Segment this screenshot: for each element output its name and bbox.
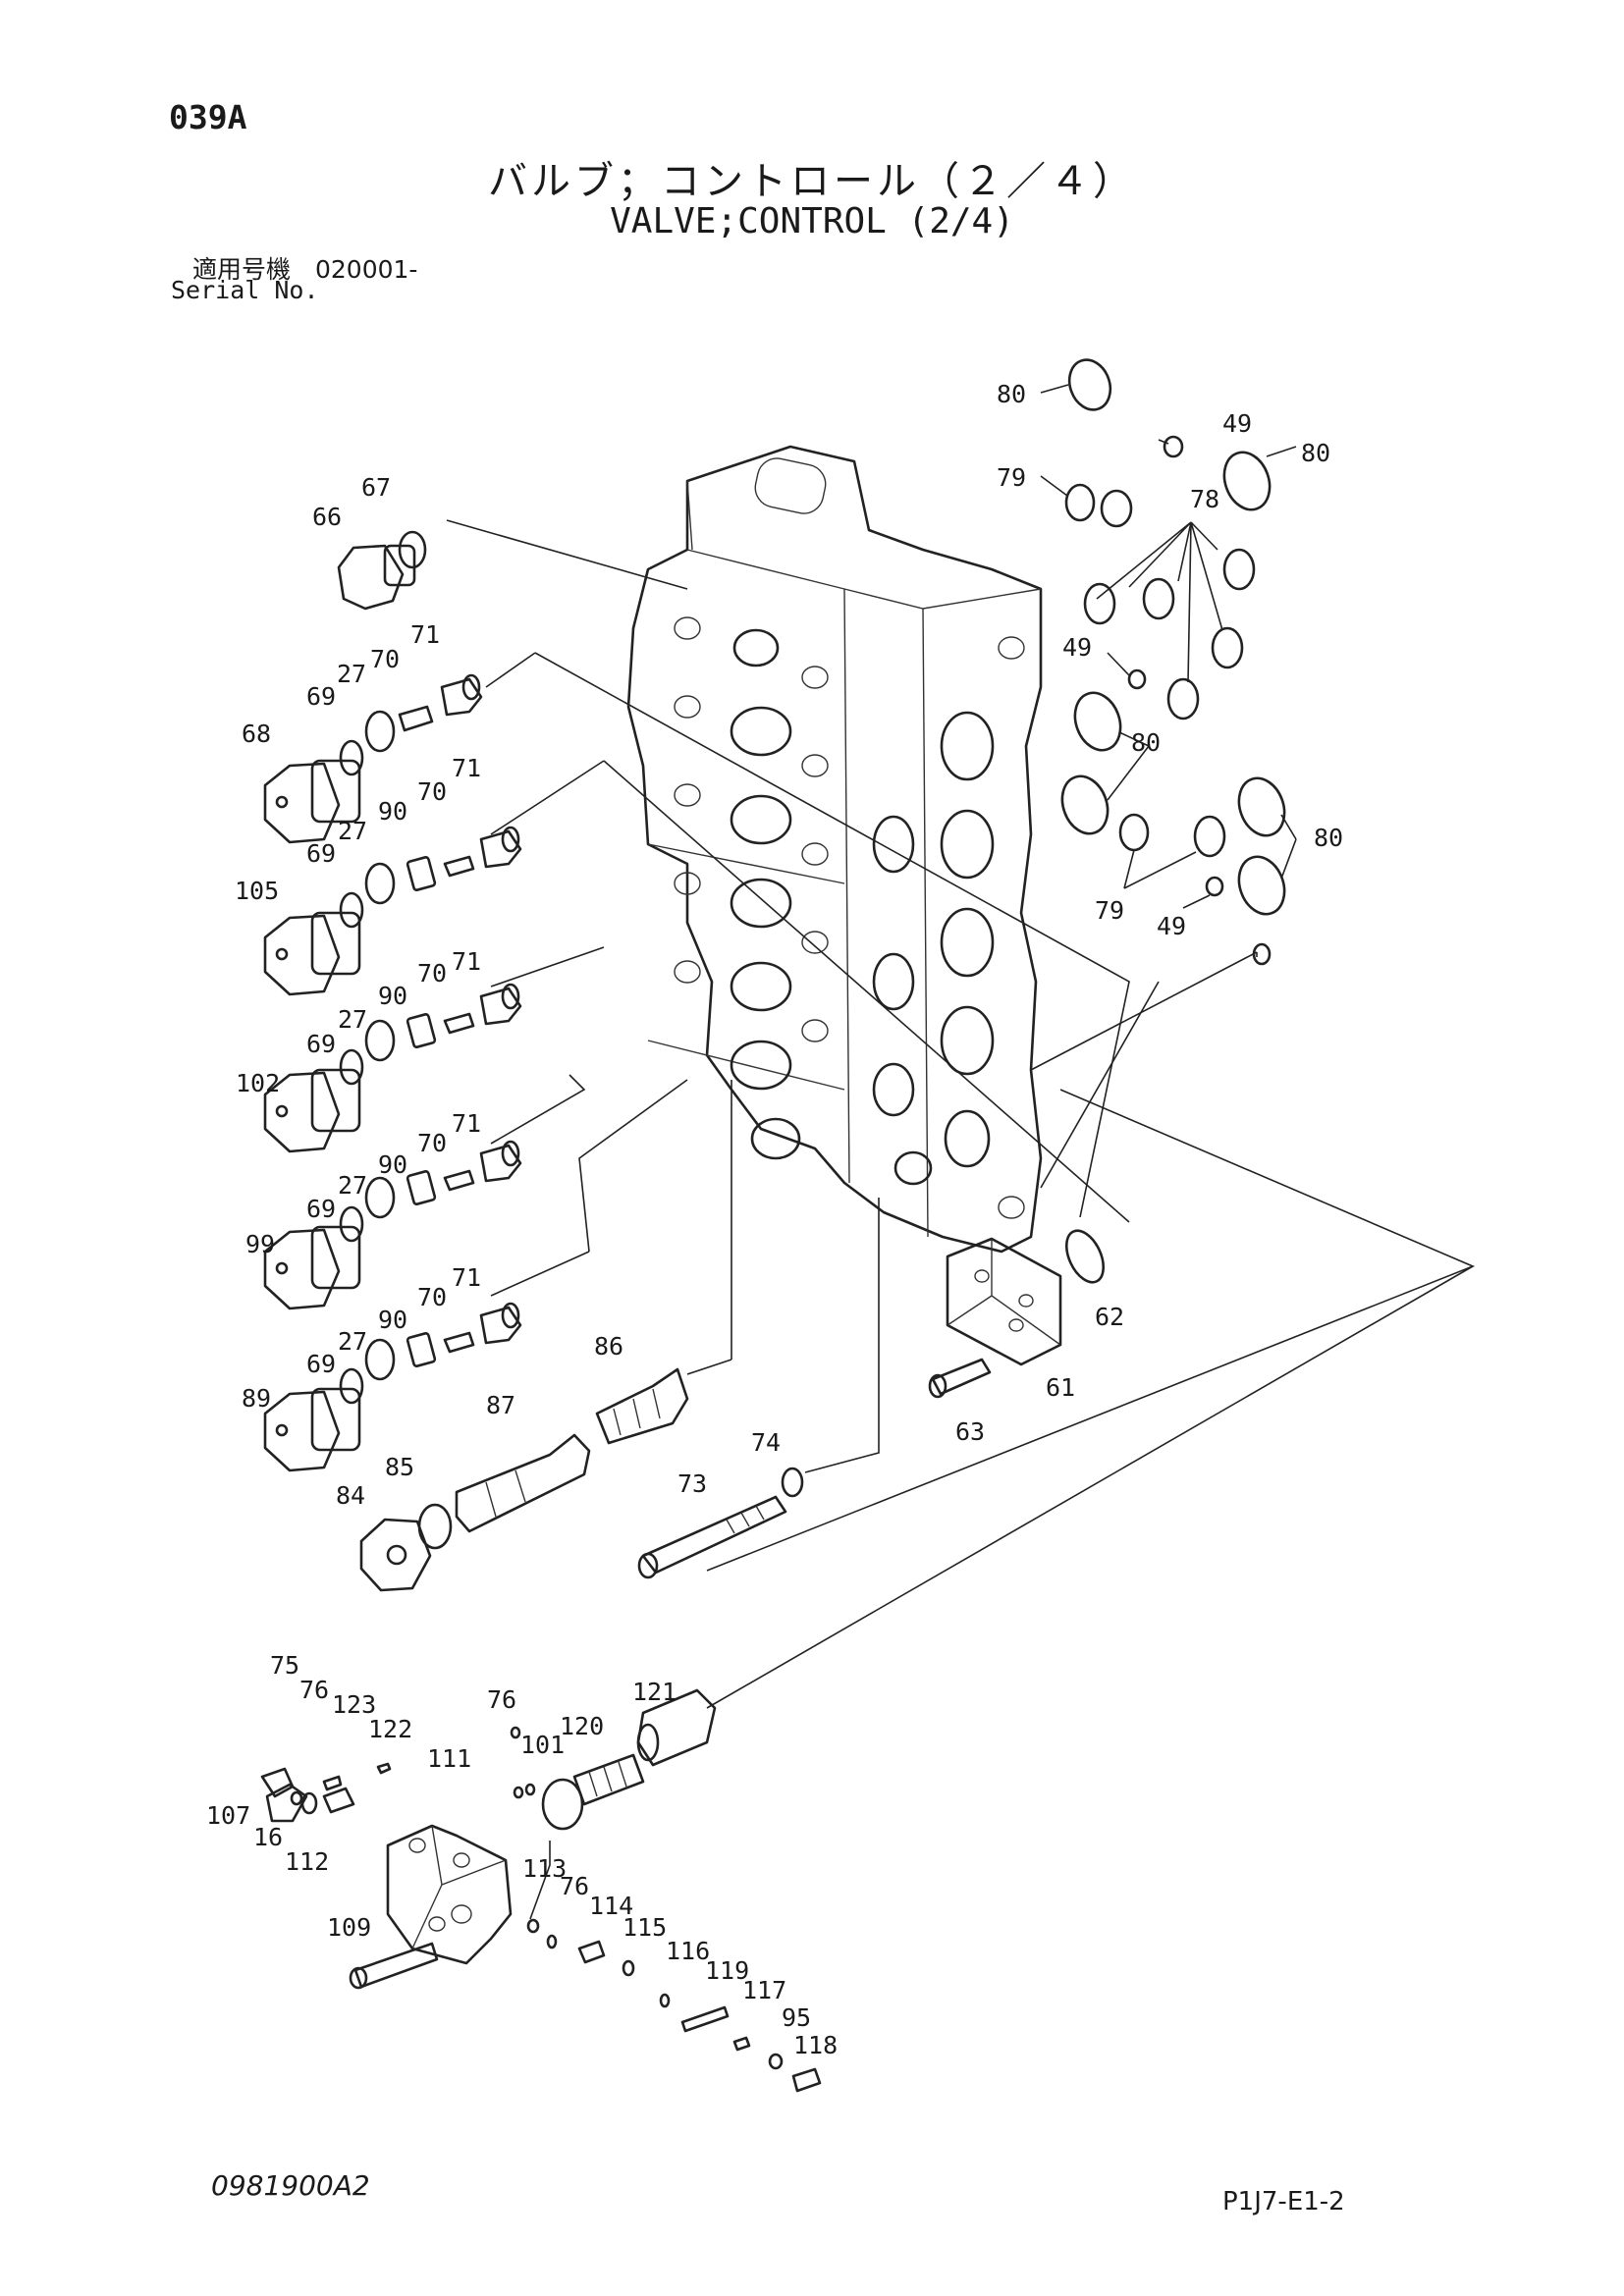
part-callout: 49 [1222,409,1252,438]
part-callout: 49 [1062,633,1092,662]
part-callout: 79 [997,463,1026,492]
serial-label-japanese: 適用号機 020001- [192,255,418,284]
valve-body [626,445,1043,1254]
part-callout: 76 [560,1872,589,1900]
part-callout: 111 [427,1744,471,1773]
part-callout: 80 [1314,824,1343,852]
part-callout: 115 [623,1913,667,1942]
part-callout: 74 [751,1428,781,1457]
part-callout: 69 [306,1195,336,1223]
part-callout: 85 [385,1453,414,1481]
part-callout: 71 [410,620,440,649]
part-callout: 27 [338,1327,367,1356]
serial-label-english: Serial No. [171,276,319,304]
part-callout: 109 [327,1913,371,1942]
part-callout: 76 [487,1685,516,1714]
part-callout: 76 [299,1676,329,1704]
part-callout: 80 [1131,728,1161,757]
part-callout: 121 [632,1678,677,1706]
part-callout: 123 [332,1690,376,1719]
pilot-sub-assembly [260,1265,1474,2093]
part-callout: 69 [306,1030,336,1058]
part-callout: 78 [1190,485,1219,513]
part-callout: 73 [677,1469,707,1498]
part-callout: 71 [452,754,481,782]
page-code: 039A [169,98,247,136]
part-callout: 102 [236,1069,280,1097]
part-callout: 87 [486,1391,515,1419]
part-callout: 69 [306,839,336,868]
part-callout: 117 [742,1976,786,2004]
part-callout: 90 [378,797,407,826]
part-callout: 71 [452,1263,481,1292]
part-callout: 80 [997,380,1026,408]
part-callout: 79 [1095,896,1124,925]
part-callout: 71 [452,1109,481,1138]
part-callout: 16 [253,1823,283,1851]
part-callout: 70 [370,645,400,673]
part-callout: 75 [270,1651,299,1680]
part-callout: 84 [336,1481,365,1510]
part-callout: 114 [589,1892,633,1920]
part-callout: 61 [1046,1373,1075,1402]
part-callout: 70 [417,1129,447,1157]
part-callout: 27 [338,1005,367,1034]
part-callout: 105 [235,877,279,905]
part-callout: 27 [337,660,366,688]
part-callout: 90 [378,1306,407,1334]
part-callout: 80 [1301,439,1330,467]
part-callout: 67 [361,473,391,502]
right-seal-set [1040,358,1297,966]
part-callout: 62 [1095,1303,1124,1331]
title-english: VALVE;CONTROL (2/4) [610,201,1014,241]
part-callout: 68 [242,720,271,748]
part-callout: 112 [285,1847,329,1876]
part-callout: 70 [417,959,447,988]
part-callout: 27 [338,817,367,845]
part-callout: 66 [312,503,342,531]
part-callout: 120 [560,1712,604,1740]
part-callout: 63 [955,1417,985,1446]
part-callout: 69 [306,682,336,711]
part-callout: 99 [245,1230,275,1258]
part-callout: 113 [522,1854,567,1883]
part-callout: 49 [1157,912,1186,940]
part-callout: 101 [520,1731,565,1759]
part-callout: 71 [452,947,481,976]
part-callout: 107 [206,1801,250,1830]
part-callout: 119 [705,1956,749,1985]
left-parts-column [263,530,1106,1592]
part-callout: 70 [417,1283,447,1311]
part-callout: 70 [417,777,447,806]
part-callout: 86 [594,1332,623,1361]
part-callout: 118 [793,2031,838,2059]
part-callout: 27 [338,1171,367,1200]
part-callout: 122 [368,1715,412,1743]
part-callout: 95 [782,2003,811,2032]
assembly-leader-lines [446,519,1476,1572]
sheet-number: P1J7-E1-2 [1222,2187,1345,2216]
drawing-number: 0981900A2 [211,2169,370,2202]
part-callout: 116 [666,1937,710,1965]
part-callout: 90 [378,1150,407,1179]
part-callout: 90 [378,982,407,1010]
callout-labels: 8049807978498080794967667170276968717090… [206,380,1343,2059]
title-japanese: バルブ；コントロール（２／４） [488,159,1136,204]
part-callout: 89 [242,1384,271,1413]
part-callout: 69 [306,1350,336,1378]
